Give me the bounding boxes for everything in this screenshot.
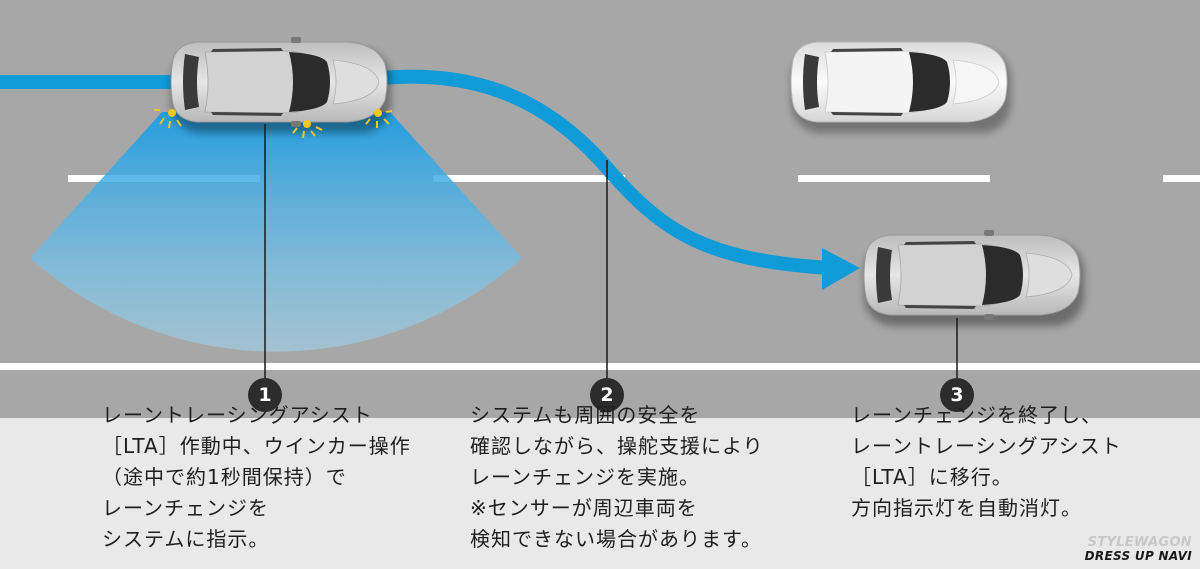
step-3-line: ［LTA］に移行。 xyxy=(851,465,1013,489)
rear-sensor-area xyxy=(30,112,522,352)
step-3-description: レーンチェンジを終了し、 レーントレーシングアシスト ［LTA］に移行。 方向指… xyxy=(851,400,1122,524)
step-1-line: システムに指示。 xyxy=(102,527,270,551)
step-1-line: （途中で約1秒間保持）で xyxy=(102,465,347,489)
text-panel xyxy=(0,418,1200,569)
path-arrowhead xyxy=(822,248,860,290)
step-2-line: レーンチェンジを実施。 xyxy=(470,465,700,489)
watermark-ghost: STYLEWAGON xyxy=(1087,535,1192,550)
lane-change-path xyxy=(373,69,837,275)
step-1-line: ［LTA］作動中、ウインカー操作 xyxy=(102,434,411,458)
own-car-end xyxy=(864,230,1084,326)
step-2-line: システムも周囲の安全を xyxy=(470,403,701,427)
step-2-description: システムも周囲の安全を 確認しながら、操舵支援により レーンチェンジを実施。 ※… xyxy=(470,400,764,555)
step-1-line: レーンチェンジを xyxy=(102,496,269,520)
step-2-badge: 2 xyxy=(590,378,624,412)
step-3-badge: 3 xyxy=(940,378,974,412)
own-car-start xyxy=(171,37,391,133)
other-car xyxy=(791,42,1011,133)
step-1-badge: 1 xyxy=(248,378,282,412)
step-3-line: 方向指示灯を自動消灯。 xyxy=(851,496,1082,520)
step-1-description: レーントレーシングアシスト ［LTA］作動中、ウインカー操作 （途中で約1秒間保… xyxy=(102,400,411,555)
step-2-line: 確認しながら、操舵支援により xyxy=(470,434,764,458)
watermark-text: DRESS UP NAVI xyxy=(1084,549,1192,563)
step-1-line: レーントレーシングアシスト xyxy=(102,403,373,427)
step-2-line: ※センサーが周辺車両を xyxy=(470,496,698,520)
step-3-line: レーンチェンジを終了し、 xyxy=(851,403,1102,427)
road-edge-line xyxy=(0,363,1200,370)
step-3-line: レーントレーシングアシスト xyxy=(851,434,1122,458)
leader-lines xyxy=(264,124,958,378)
step-2-line: 検知できない場合があります。 xyxy=(470,527,762,551)
blinker-icon xyxy=(154,109,393,139)
watermark-logo: STYLEWAGON DRESS UP NAVI xyxy=(1084,535,1192,563)
